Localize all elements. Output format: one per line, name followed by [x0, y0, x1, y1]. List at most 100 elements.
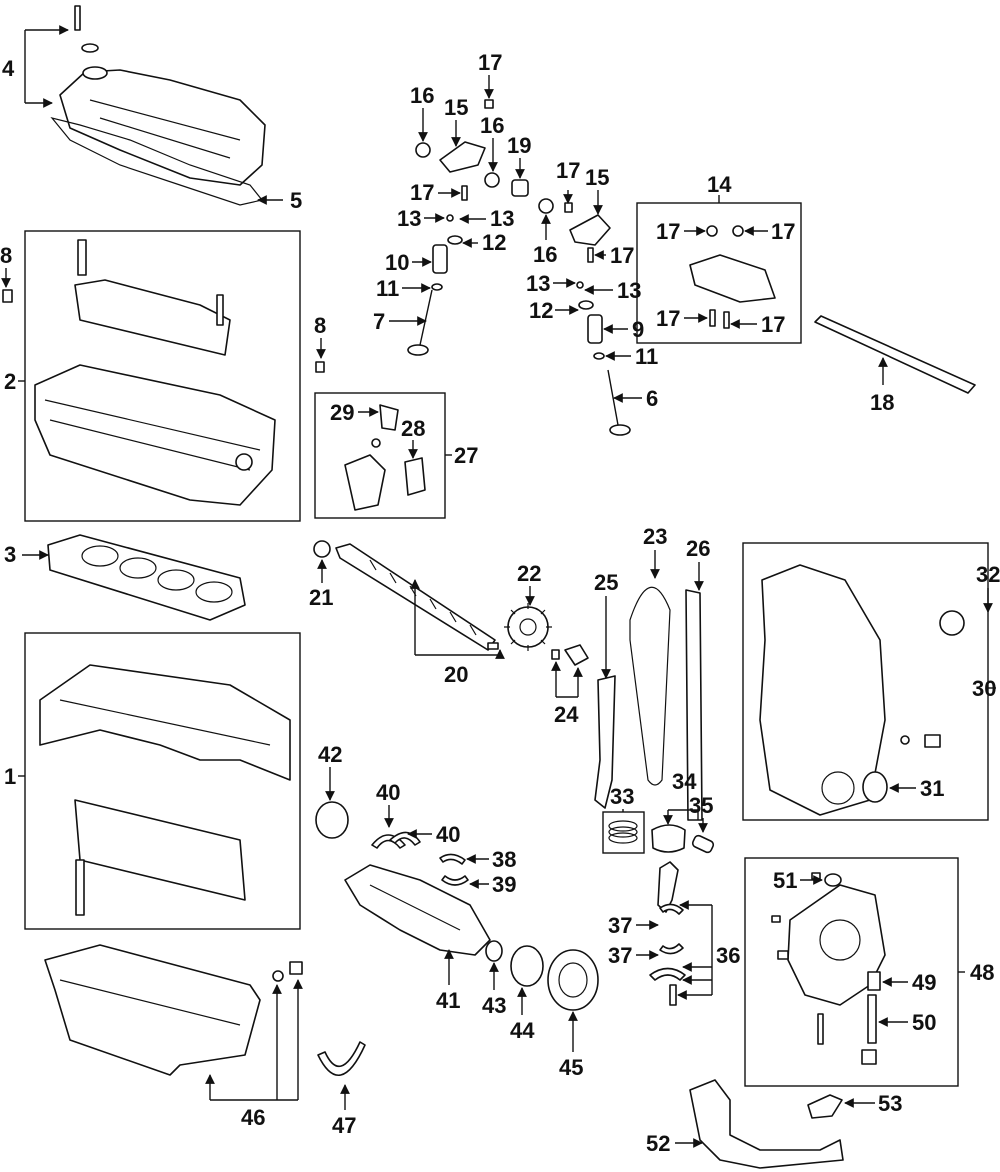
timing-cover-cap [939, 610, 965, 636]
bolt-17h [723, 311, 730, 329]
callout-6: 6 [646, 386, 658, 411]
rod-bearing-upper [659, 903, 684, 915]
valve-spring-exhaust [432, 244, 448, 274]
callout-48: 48 [970, 960, 994, 985]
spring-retainer-exhaust [447, 235, 463, 245]
rocker-shaft [814, 315, 976, 394]
callout-34: 34 [672, 769, 697, 794]
washer-16a [415, 142, 431, 158]
bushing-19 [511, 179, 529, 197]
callout-8a: 8 [0, 243, 12, 268]
callout-42: 42 [318, 742, 342, 767]
callout-17f: 17 [771, 219, 795, 244]
spring-retainer-intake [578, 300, 594, 310]
callout-13a: 13 [397, 206, 421, 231]
callout-40a: 40 [376, 780, 400, 805]
callout-16a: 16 [410, 83, 434, 108]
callout-15b: 15 [585, 165, 609, 190]
oil-strainer [689, 1079, 844, 1169]
callout-9: 9 [632, 317, 644, 342]
callout-32: 32 [976, 562, 1000, 587]
callout-41: 41 [436, 988, 460, 1013]
engine-block-box [24, 632, 301, 930]
callout-13b: 13 [490, 206, 514, 231]
callout-8b: 8 [314, 313, 326, 338]
callout-18: 18 [870, 390, 894, 415]
rocker-assembly [689, 254, 776, 303]
callout-23: 23 [643, 524, 667, 549]
callout-43: 43 [482, 993, 506, 1018]
callout-40b: 40 [436, 822, 460, 847]
rocker-arm-exhaust [439, 141, 486, 173]
strainer-gasket [807, 1094, 843, 1119]
connecting-rod [649, 861, 686, 1006]
head-bolt-right [315, 361, 325, 373]
callout-1: 1 [4, 764, 16, 789]
callout-27: 27 [454, 443, 478, 468]
crank-pulse-plate [510, 945, 544, 987]
callout-35: 35 [689, 793, 713, 818]
main-bearing-upper [439, 853, 466, 865]
callout-17d: 17 [610, 243, 634, 268]
oil-pan [44, 944, 303, 1076]
callout-29: 29 [330, 400, 354, 425]
callout-49: 49 [912, 970, 936, 995]
piston-pin [691, 834, 715, 854]
callout-11a: 11 [376, 276, 399, 301]
tensioner-pin [551, 649, 560, 660]
oil-pump-collar [867, 971, 881, 991]
callout-22: 22 [517, 561, 541, 586]
callout-17c: 17 [556, 158, 580, 183]
callout-44: 44 [510, 1018, 535, 1043]
bolt-17g [709, 309, 716, 327]
callout-2: 2 [4, 369, 16, 394]
oil-pump-pipe [867, 994, 877, 1044]
callout-47: 47 [332, 1113, 356, 1138]
intake-valve [607, 369, 631, 436]
callout-13d: 13 [617, 278, 641, 303]
crankshaft [344, 864, 491, 956]
callout-45: 45 [559, 1055, 583, 1080]
valve-seal-intake [593, 352, 605, 360]
bolt-17b [461, 185, 468, 201]
bolt-17c [564, 202, 573, 213]
oil-pump-bolt [817, 1013, 824, 1045]
callout-10: 10 [385, 250, 409, 275]
head-gasket [47, 534, 246, 621]
oil-pump [771, 872, 886, 1006]
callout-33: 33 [610, 784, 634, 809]
chain-tensioner [564, 644, 589, 666]
callout-28: 28 [401, 416, 425, 441]
camshaft-pin [487, 642, 499, 650]
main-bearing-lower [441, 875, 469, 886]
piston [651, 824, 686, 853]
cotter-exhaust [446, 214, 454, 222]
callout-53: 53 [878, 1091, 902, 1116]
callout-46: 46 [241, 1105, 265, 1130]
timing-cover-box [742, 542, 989, 821]
callout-17b: 17 [410, 180, 434, 205]
rod-bearing-lower [659, 943, 684, 955]
bolt-17d [587, 247, 594, 263]
callout-25: 25 [594, 570, 618, 595]
callout-26: 26 [686, 536, 710, 561]
front-oil-seal [862, 771, 888, 803]
timing-cover [759, 564, 941, 816]
callout-17g: 17 [656, 306, 680, 331]
callout-19: 19 [507, 133, 531, 158]
callout-17e: 17 [656, 219, 680, 244]
nut-17e [706, 225, 718, 237]
leader-lines [1, 25, 996, 1148]
timing-chain [629, 586, 671, 786]
cotter-intake [576, 281, 584, 289]
crank-pulley [547, 949, 599, 1011]
cam-sprocket [504, 603, 552, 651]
callout-16c: 16 [533, 242, 557, 267]
chain-guide [685, 589, 703, 821]
tensioner-arm [594, 675, 616, 809]
crank-sprocket [485, 940, 503, 962]
head-bolt-left [2, 289, 13, 303]
callout-37b: 37 [608, 943, 632, 968]
